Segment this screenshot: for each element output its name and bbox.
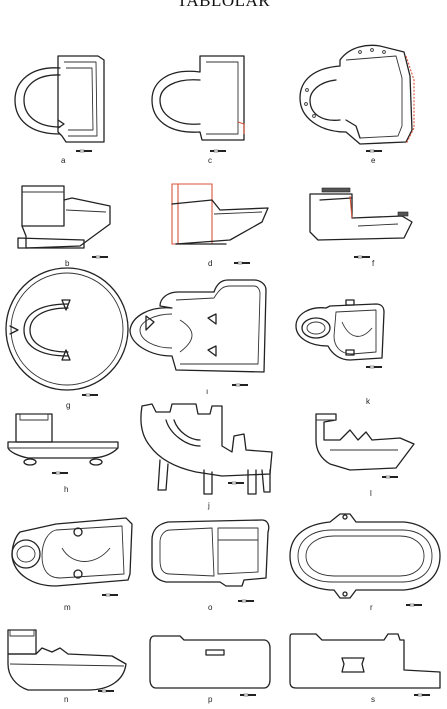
figure-r-label: r [370,603,373,612]
figure-i-scale-bar [232,383,248,387]
figure-i-label: ı [206,387,208,396]
figure-o-scale-bar [238,599,254,603]
figure-a-label: a [61,156,66,165]
figure-j-label: j [207,501,210,510]
figure-h-label: h [64,485,68,494]
figure-g-drawing [5,267,129,391]
figure-m-drawing [11,517,133,587]
figure-c-label: c [208,156,212,165]
figure-k-label: k [366,397,371,406]
figure-d-scale-bar [234,261,250,265]
figure-b-scale-bar [92,255,108,259]
figure-m-label: m [64,603,71,612]
figure-e-scale-bar [366,149,382,153]
figure-o-drawing [151,519,270,587]
figure-n-scale-bar [98,689,114,693]
figure-a-drawing [14,55,105,143]
figure-j-scale-bar [228,481,244,485]
figure-r-scale-bar [406,603,422,607]
figure-h-scale-bar [52,471,68,475]
figure-e-label: e [371,156,376,165]
figure-c-drawing [151,55,245,141]
figure-r-drawing [289,513,441,599]
figure-p-drawing [149,635,271,689]
figure-f-scale-bar [354,255,370,259]
figure-l-scale-bar [382,475,398,479]
figure-d-label: d [208,259,212,268]
figure-k-scale-bar [366,365,382,369]
figure-f-label: f [372,259,375,268]
figure-n-label: n [64,695,68,704]
figure-f-drawing [309,187,413,241]
figure-m-scale-bar [102,593,118,597]
figure-s-scale-bar [414,693,430,697]
figure-b-label: b [65,259,70,268]
figure-g-label: g [66,401,70,410]
figure-d-drawing [171,183,269,245]
figure-l-label: l [370,489,372,498]
figure-b-drawing [17,185,111,249]
figure-s-drawing [289,633,441,689]
figure-p-label: p [208,695,213,704]
figure-a-scale-bar [76,149,92,153]
figure-k-drawing [295,299,385,361]
figure-e-drawing [299,44,415,145]
figure-p-scale-bar [240,693,256,697]
figure-g-scale-bar [82,393,98,397]
figure-j-drawing [140,403,273,495]
figure-l-drawing [315,413,415,471]
page-title: TABLOLAR [176,0,271,10]
figure-i-drawing [129,279,267,373]
figure-n-drawing [7,629,127,691]
figure-o-label: o [208,603,213,612]
figure-s-label: s [371,695,375,704]
figure-h-drawing [7,413,119,466]
figure-c-scale-bar [210,149,226,153]
